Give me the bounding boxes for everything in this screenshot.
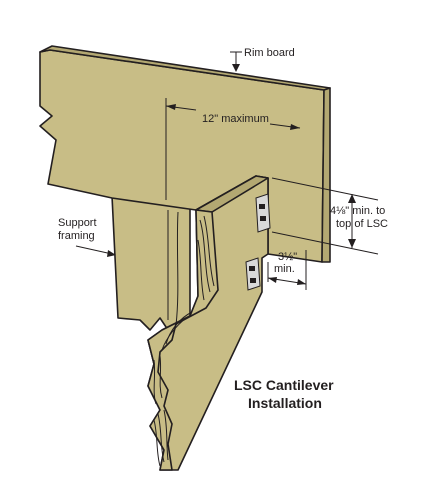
rim-board-leader: [230, 51, 242, 72]
label-support-framing-2: framing: [58, 230, 95, 242]
support-framing-leader: [75, 245, 116, 257]
support-framing: [111, 195, 191, 331]
caption-line-1: LSC Cantilever: [234, 377, 334, 393]
support-framing-grain: [175, 211, 179, 326]
dim-4-1-8-min: [271, 177, 379, 255]
caption-line-2: Installation: [248, 395, 322, 411]
label-min: min.: [274, 263, 295, 275]
cantilever-joist-end: [147, 209, 219, 471]
dim-12-maximum: [165, 98, 301, 200]
label-support-framing-1: Support: [58, 217, 97, 229]
lsc-connector-upper: [255, 193, 271, 233]
label-3-1-2: 3½": [278, 251, 297, 263]
lsc-connector-lower: [245, 257, 261, 291]
dim-3-1-2-min: [267, 250, 307, 290]
label-min-to-top-2: top of LSC: [336, 218, 388, 230]
label-min-to-top-1: 4⅛" min. to: [330, 205, 385, 217]
label-12-maximum: 12" maximum: [202, 113, 269, 125]
end-grain: [153, 215, 215, 467]
rim-board-end-face: [321, 87, 331, 263]
label-rim-board: Rim board: [244, 47, 295, 59]
